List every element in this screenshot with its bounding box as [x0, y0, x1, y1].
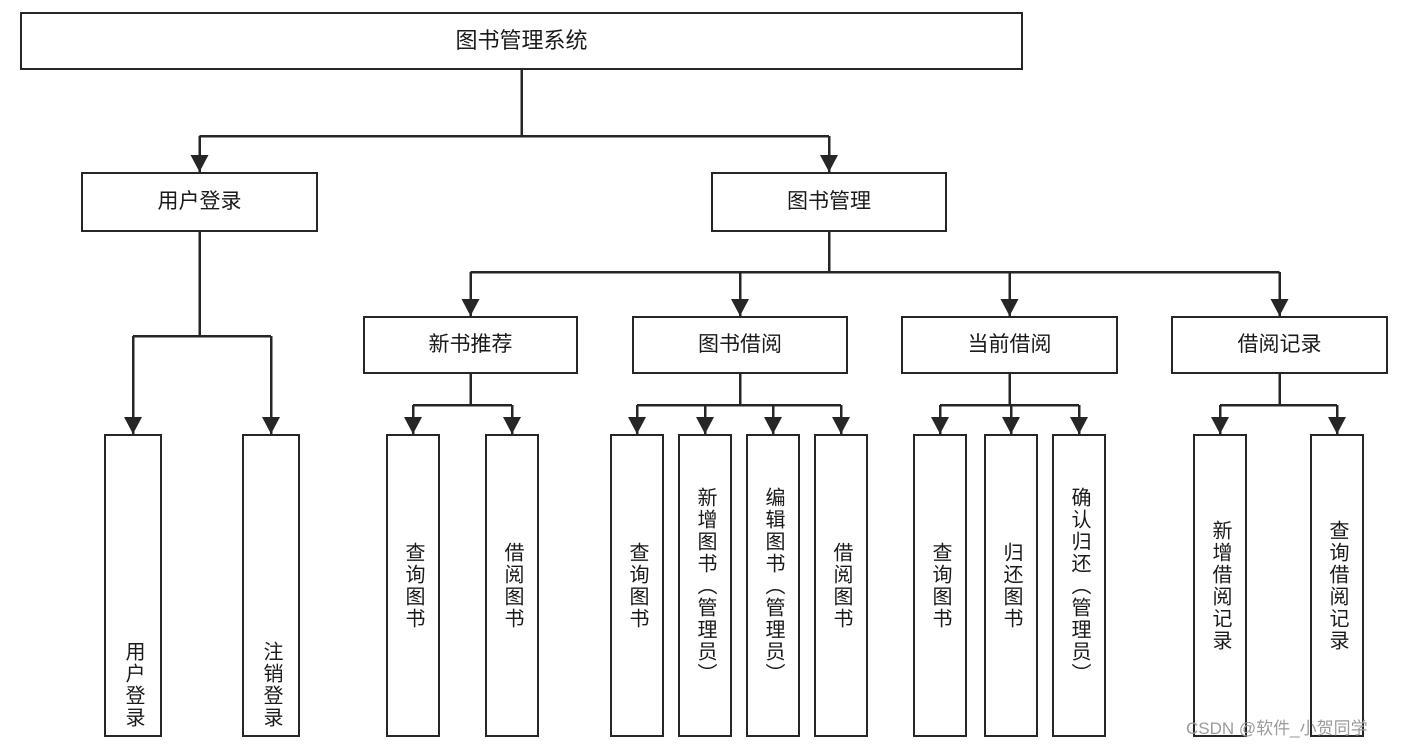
arrowhead-new-book-rec: [461, 299, 480, 316]
arrowhead-leaf-user-login: [124, 417, 142, 434]
node-book-manage[interactable]: 图书管理: [711, 172, 947, 232]
node-leaf-return-book[interactable]: 归还图书: [984, 434, 1038, 737]
node-label: 新增图书（管理员）: [694, 486, 716, 685]
node-leaf-query-book-cur[interactable]: 查询图书: [913, 434, 967, 737]
node-leaf-user-login[interactable]: 用户登录: [104, 434, 162, 737]
node-label: 新书推荐: [428, 332, 513, 356]
node-label: 用户登录: [157, 189, 242, 213]
node-leaf-confirm-return[interactable]: 确认归还（管理员）: [1052, 434, 1106, 737]
node-label: 当前借阅: [967, 332, 1052, 356]
node-label: 图书管理: [787, 189, 871, 213]
arrowhead-leaf-query-book-rec: [404, 417, 422, 434]
node-label: 编辑图书（管理员）: [762, 486, 784, 685]
arrowhead-leaf-add-record: [1211, 417, 1229, 434]
node-leaf-query-record[interactable]: 查询借阅记录: [1310, 434, 1364, 737]
arrowhead-current-borrow: [1000, 299, 1019, 316]
node-label: 查询借阅记录: [1326, 519, 1348, 652]
node-label: 图书管理系统: [455, 28, 588, 54]
node-label: 借阅图书: [830, 541, 852, 630]
arrowhead-leaf-add-book: [696, 417, 714, 434]
node-book-borrow[interactable]: 图书借阅: [632, 316, 848, 374]
arrowhead-leaf-borrow-book-rec: [503, 417, 521, 434]
arrowhead-book-manage: [820, 155, 838, 172]
node-label: 用户登录: [122, 641, 144, 729]
arrowhead-leaf-user-logout: [262, 417, 280, 434]
arrowhead-leaf-query-book-cur: [931, 417, 949, 434]
node-label: 查询图书: [929, 541, 951, 630]
arrowhead-leaf-query-book-bor: [628, 417, 646, 434]
node-borrow-record[interactable]: 借阅记录: [1171, 316, 1388, 374]
arrowhead-leaf-borrow-book-bor: [832, 417, 850, 434]
arrowhead-leaf-return-book: [1002, 417, 1020, 434]
node-label: 图书借阅: [698, 332, 782, 356]
node-label: 归还图书: [1000, 541, 1022, 630]
arrowhead-user-login: [190, 155, 209, 172]
arrowhead-book-borrow: [731, 299, 749, 316]
node-label: 查询图书: [402, 541, 424, 630]
node-leaf-query-book-rec[interactable]: 查询图书: [386, 434, 440, 737]
arrowhead-leaf-edit-book: [764, 417, 782, 434]
node-leaf-add-book[interactable]: 新增图书（管理员）: [678, 434, 732, 737]
node-leaf-borrow-book-bor[interactable]: 借阅图书: [814, 434, 868, 737]
node-label: 确认归还（管理员）: [1068, 486, 1090, 685]
node-user-login[interactable]: 用户登录: [81, 172, 318, 232]
node-leaf-borrow-book-rec[interactable]: 借阅图书: [485, 434, 539, 737]
node-label: 借阅图书: [501, 541, 523, 630]
node-label: 注销登录: [260, 641, 282, 729]
node-label: 新增借阅记录: [1209, 519, 1231, 652]
node-root[interactable]: 图书管理系统: [20, 12, 1023, 70]
node-label: 查询图书: [626, 541, 648, 630]
csdn-watermark: CSDN @软件_小贺同学: [1186, 719, 1368, 738]
node-new-book-rec[interactable]: 新书推荐: [363, 316, 578, 374]
node-label: 借阅记录: [1237, 332, 1322, 356]
node-current-borrow[interactable]: 当前借阅: [901, 316, 1118, 374]
node-leaf-add-record[interactable]: 新增借阅记录: [1193, 434, 1247, 737]
arrowhead-leaf-query-record: [1328, 417, 1346, 434]
node-leaf-query-book-bor[interactable]: 查询图书: [610, 434, 664, 737]
arrowhead-leaf-confirm-return: [1070, 417, 1088, 434]
arrowhead-borrow-record: [1270, 299, 1289, 316]
node-leaf-user-logout[interactable]: 注销登录: [242, 434, 300, 737]
node-leaf-edit-book[interactable]: 编辑图书（管理员）: [746, 434, 800, 737]
